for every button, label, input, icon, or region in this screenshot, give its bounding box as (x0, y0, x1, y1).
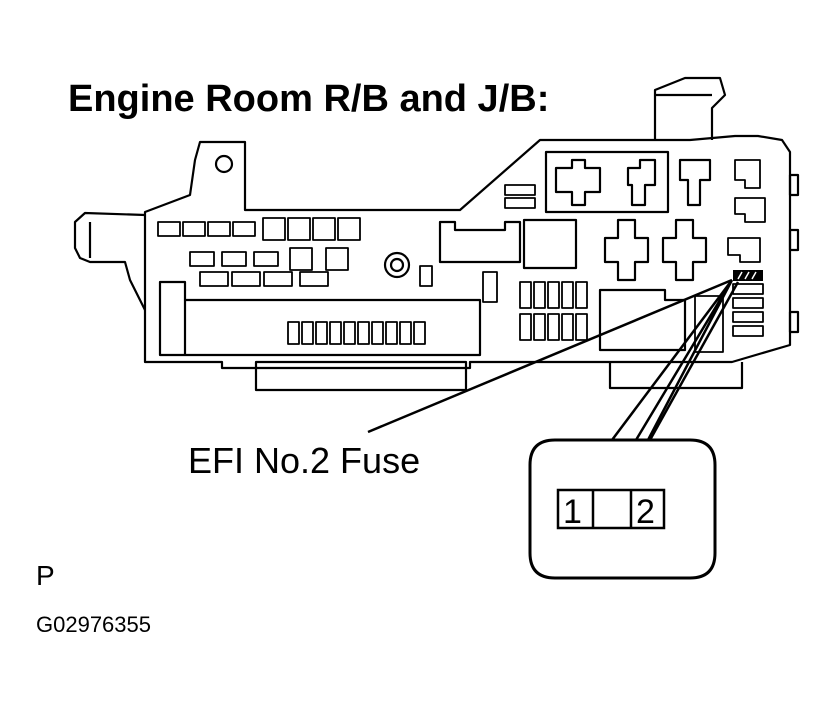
fuse-detail (556, 488, 666, 530)
mounting-hole (214, 154, 234, 174)
figure-code: G02976355 (36, 612, 151, 637)
diagram-title: Engine Room R/B and J/B: (68, 78, 550, 120)
center-grommet (383, 251, 411, 279)
mini-fuse-row-top (157, 217, 361, 241)
lower-fuse-panel (158, 280, 482, 357)
fuse-pin-1: 1 (563, 493, 582, 531)
relay-panel (544, 150, 670, 214)
center-fuse-block (482, 271, 588, 341)
fuse-callout-label: EFI No.2 Fuse (188, 440, 421, 481)
mini-fuse-row-middle (189, 247, 349, 287)
relay-cross-5 (661, 218, 708, 282)
zoom-callout-bubble (528, 438, 717, 580)
fuse-pin-2: 2 (636, 493, 655, 531)
lower-fuse-row (287, 321, 426, 345)
page-mark: P (36, 560, 55, 591)
relay-cross-4 (603, 218, 650, 282)
relay-block-housing (143, 134, 792, 370)
vent-pipe (653, 76, 727, 140)
relay-cross-1 (554, 158, 602, 207)
relay-square (522, 218, 578, 270)
callout-leader-line (367, 278, 733, 434)
left-connector (73, 211, 146, 311)
efi-no2-fuse-highlight (733, 270, 763, 281)
bottom-foot-left (254, 360, 468, 392)
relay-cross-2 (626, 158, 657, 207)
relay-cross-6 (598, 288, 687, 352)
relay-cross-3 (678, 158, 712, 207)
relay-slot-center (438, 220, 522, 264)
